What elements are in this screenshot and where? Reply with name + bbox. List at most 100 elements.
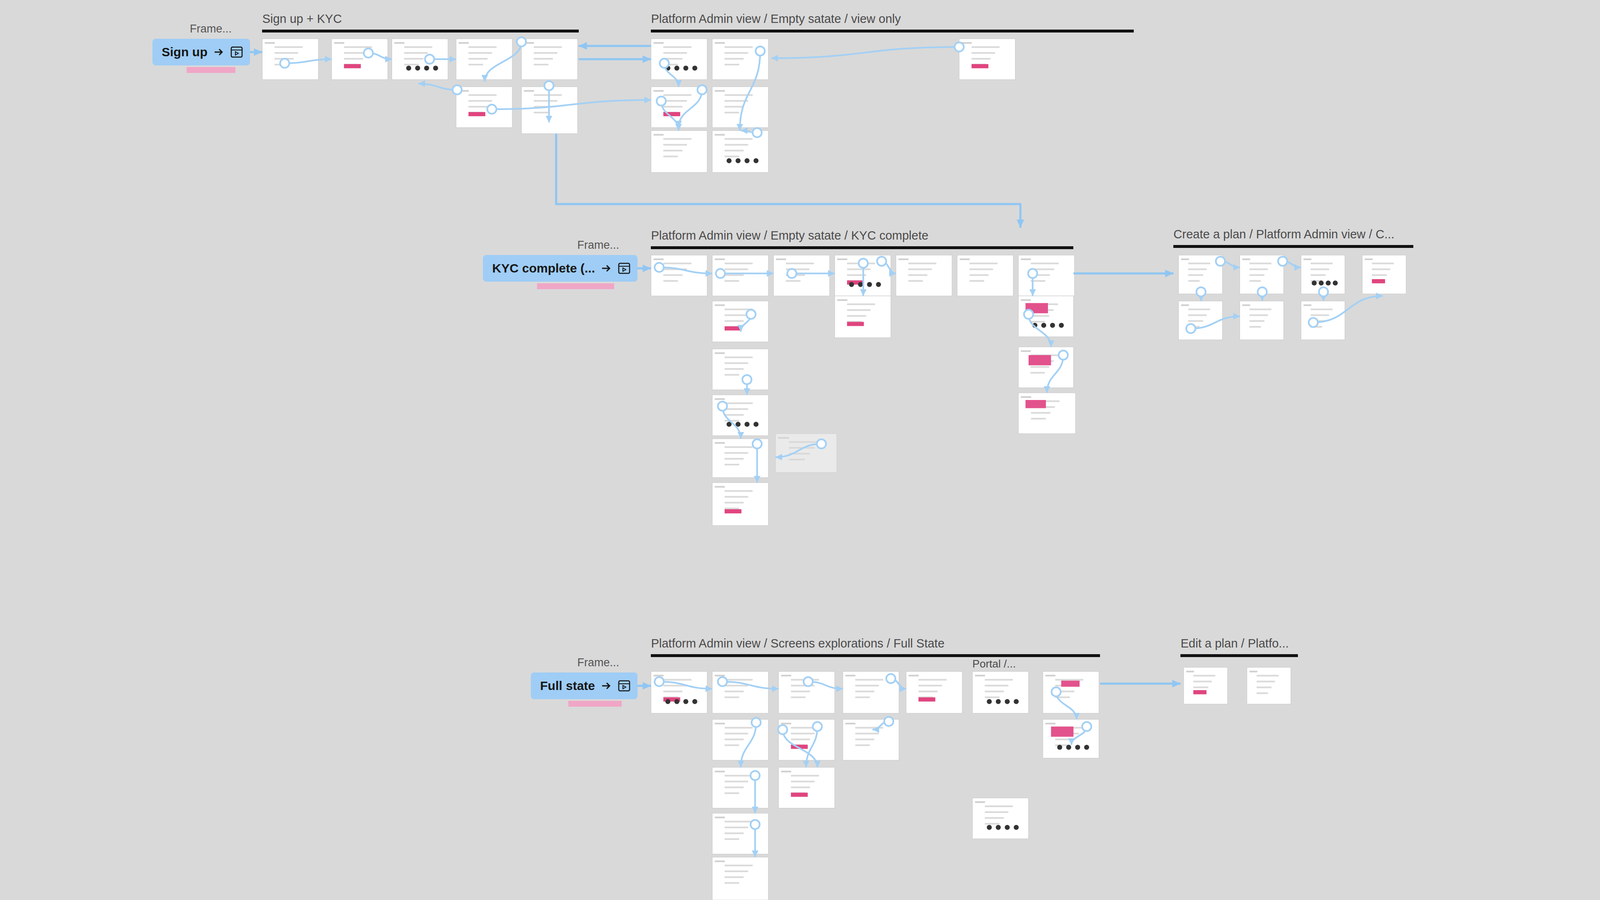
screen-accent [344, 64, 361, 69]
screen-frame [957, 255, 1014, 296]
screen-line [1188, 262, 1211, 265]
screen-line [653, 258, 664, 260]
link-handle [787, 268, 797, 278]
link-handle [752, 439, 762, 449]
link-handle [425, 54, 435, 64]
screen-line [724, 501, 744, 504]
icon-glyph [231, 50, 243, 55]
screen-line [1188, 314, 1207, 316]
screen-line [404, 57, 424, 60]
screen-line [1249, 280, 1261, 282]
pink-tag [568, 700, 622, 707]
screen-line [1249, 325, 1261, 328]
screen-line [1310, 314, 1330, 316]
screen-thumbnail [834, 255, 891, 296]
screen-line [847, 268, 871, 270]
screen-thumbnail [712, 857, 769, 900]
screen-icon [1311, 280, 1317, 286]
screen-line [898, 258, 909, 260]
screen-thumbnail [262, 38, 319, 80]
screen-line [1020, 299, 1031, 301]
screen-icon [995, 825, 1001, 830]
link-handle [717, 677, 728, 687]
screen-thumbnail [895, 255, 953, 296]
screen-line [1364, 258, 1373, 260]
section-frame: Portal /... [972, 657, 1100, 842]
screen-line [908, 280, 923, 282]
screen-thumbnail [778, 671, 835, 713]
section-bar [650, 29, 1134, 33]
flow-start-button: Sign up [152, 38, 250, 66]
screen-icon [867, 282, 873, 288]
screen-thumbnail [1018, 392, 1076, 434]
screen-icon [726, 158, 732, 164]
screen-line [394, 42, 405, 44]
prototype-link [722, 406, 741, 439]
screen-line [724, 149, 744, 152]
screen-icon [986, 825, 992, 830]
screen-line [1188, 268, 1207, 270]
screen-thumbnail [1018, 255, 1075, 296]
link-handle [1277, 256, 1288, 266]
screen-thumbnail [842, 671, 900, 713]
section-frame: Create a plan / Platform Admin view / C.… [1173, 226, 1414, 340]
screen-line [790, 738, 810, 741]
screen-accent [1025, 400, 1046, 409]
screen-line [663, 690, 683, 693]
screen-line [714, 770, 725, 773]
screen-accent [847, 321, 864, 326]
screen-thumbnail [712, 813, 769, 855]
screen-line [724, 420, 740, 422]
flow-name: Sign up [161, 44, 208, 60]
flow-connector [1073, 272, 1174, 275]
screen-line [724, 696, 740, 698]
screen-line [971, 57, 991, 60]
screen-line [1030, 372, 1045, 374]
screen-line [1256, 675, 1279, 677]
screen-line [468, 100, 493, 102]
screen-frame [712, 300, 769, 342]
link-handle [812, 722, 823, 732]
screen-line [785, 280, 801, 282]
screen-thumbnail [957, 255, 1014, 296]
screen-frame [773, 255, 830, 296]
screen-thumbnail [650, 255, 708, 296]
screen-line [663, 143, 688, 146]
prototype-link [1190, 316, 1240, 329]
link-handle [750, 770, 760, 780]
link-handle [752, 127, 762, 138]
screen-frame [1018, 392, 1076, 434]
screen-line [533, 46, 562, 48]
screen-thumbnail [712, 395, 769, 436]
screen-line [1256, 692, 1268, 695]
screen-line [724, 463, 740, 466]
screen-line [714, 133, 725, 136]
screen-line [724, 111, 740, 114]
screen-icon [683, 699, 689, 705]
link-handle [363, 48, 373, 58]
screen-frame [712, 767, 769, 809]
link-handle [715, 268, 725, 278]
prototype-link [722, 681, 779, 689]
screen-line [724, 882, 740, 884]
screen-line [855, 678, 883, 681]
screen-icon [1058, 322, 1064, 328]
screen-thumbnail [1018, 295, 1074, 337]
screen-line [908, 262, 937, 265]
screen-frame [712, 438, 769, 478]
screen-icon [986, 699, 992, 705]
section-title: Platform Admin view / Empty satate / KYC… [650, 227, 929, 243]
screen-line [724, 280, 740, 282]
screen-icon [744, 421, 750, 427]
screen-line [781, 674, 792, 677]
screen-line [663, 155, 678, 158]
screen-line [663, 52, 688, 54]
screen-thumbnail [1042, 719, 1100, 759]
screen-thumbnail [650, 38, 708, 80]
screen-line [918, 684, 943, 687]
screen-line [1310, 308, 1333, 310]
screen-icon [753, 158, 759, 164]
screen-line [969, 280, 985, 282]
prototype-link [484, 41, 522, 82]
